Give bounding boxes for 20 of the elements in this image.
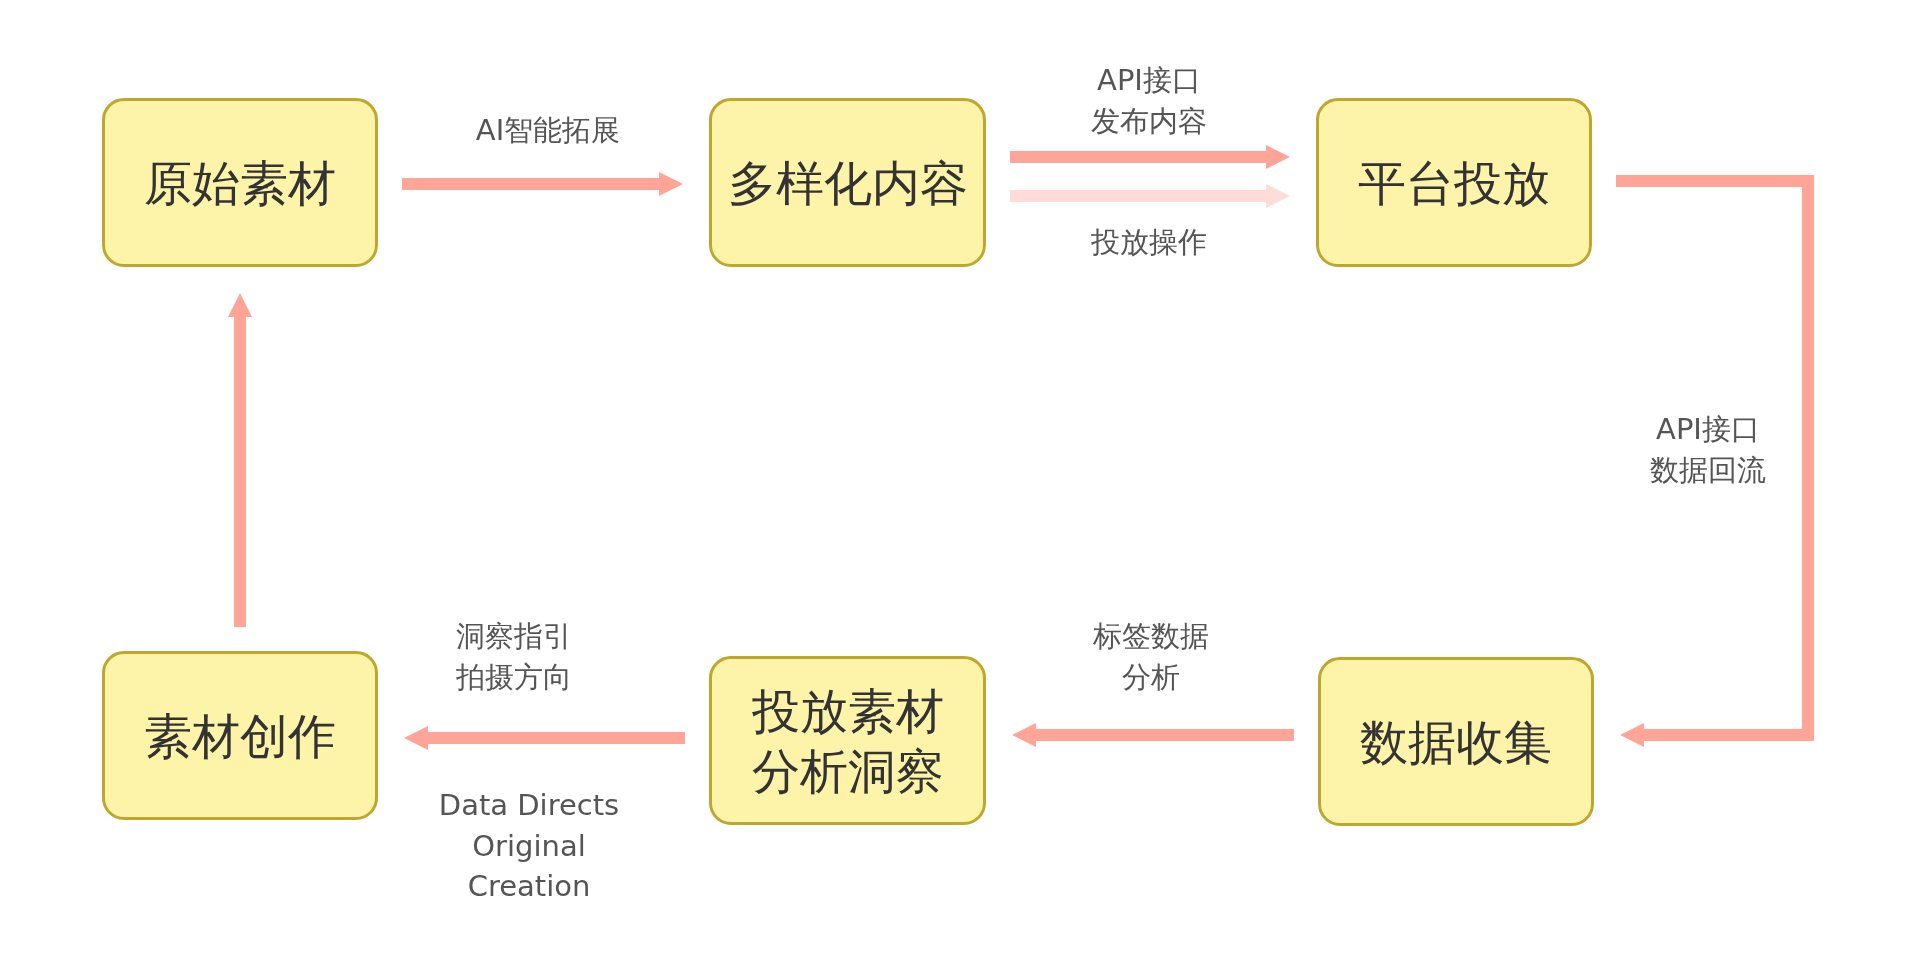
process-box: 多样化内容 [709,98,986,267]
edge-label: 洞察指引拍摄方向 [455,618,573,696]
process-box: 投放素材分析洞察 [709,656,986,825]
process-box: 平台投放 [1316,98,1592,267]
edge-label: API接口数据回流 [1649,411,1767,489]
arrow [404,726,685,750]
process-box: 素材创作 [102,651,378,820]
process-box: 原始素材 [102,98,378,267]
process-box: 数据收集 [1318,657,1594,826]
edge-label: API接口发布内容 [1090,62,1208,140]
note-text: Data Directs Original Creation [437,787,621,906]
arrow [1616,175,1814,747]
arrow [1012,723,1294,747]
edge-label: 投放操作 [1090,223,1208,261]
arrow [1010,184,1290,208]
arrow [228,293,252,627]
arrow [402,172,683,196]
arrow [1010,145,1290,169]
edge-label: 标签数据分析 [1092,618,1210,696]
edge-label: AI智能拓展 [474,111,622,149]
